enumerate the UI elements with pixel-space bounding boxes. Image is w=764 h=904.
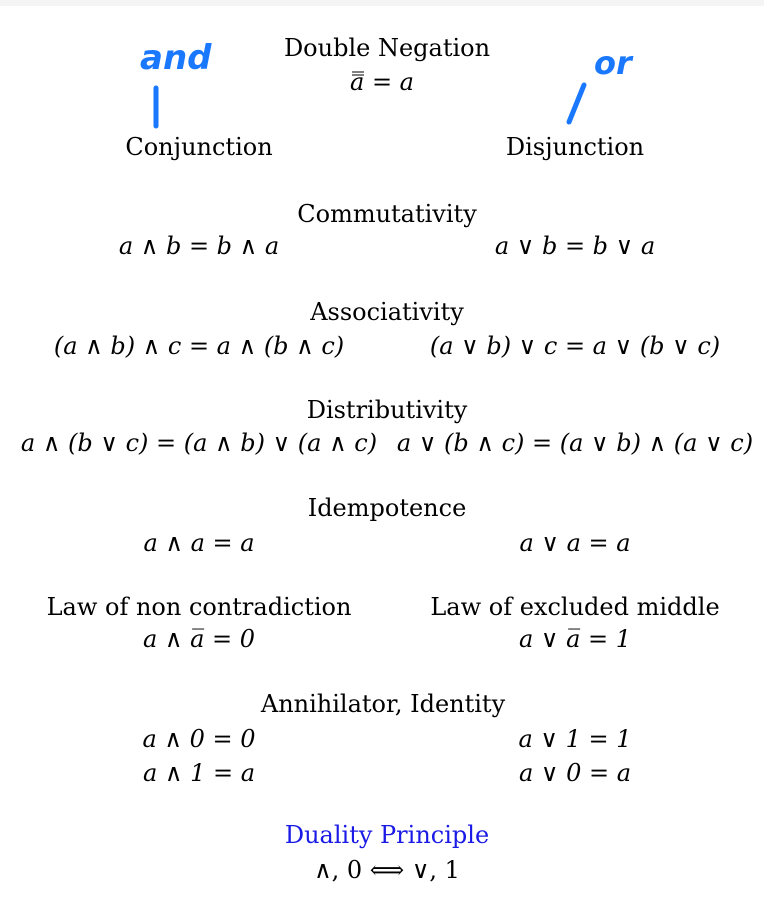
associativity-or: (a ∨ b) ∨ c = a ∨ (b ∨ c) (429, 332, 721, 360)
double-negation-heading: Double Negation (283, 34, 491, 62)
non-contradiction-formula: a ∧ a̅ = 0 (142, 625, 256, 653)
annihilator-identity-heading: Annihilator, Identity (260, 690, 506, 718)
handwritten-and: and (140, 38, 212, 78)
distributivity-heading: Distributivity (306, 396, 468, 424)
distributivity-and: a ∧ (b ∨ c) = (a ∧ b) ∨ (a ∧ c) (20, 429, 378, 457)
idempotence-or: a ∨ a = a (519, 529, 631, 557)
idempotence-heading: Idempotence (307, 494, 467, 522)
handwritten-or: or (594, 44, 632, 82)
excluded-middle-formula: a ∨ a̅ = 1 (518, 625, 632, 653)
handwritten-or-stroke (566, 82, 587, 125)
duality-formula: ∧, 0 ⟺ ∨, 1 (314, 856, 460, 884)
disjunction-heading: Disjunction (505, 133, 645, 161)
commutativity-heading: Commutativity (297, 200, 477, 228)
annihilator-or: a ∨ 1 = 1 (518, 725, 632, 753)
handwritten-and-stroke (153, 85, 159, 129)
double-negation-formula: a̿ = a (350, 68, 414, 96)
distributivity-or: a ∨ (b ∧ c) = (a ∨ b) ∧ (a ∨ c) (396, 429, 754, 457)
commutativity-or: a ∨ b = b ∨ a (494, 232, 656, 260)
identity-or: a ∨ 0 = a (518, 759, 632, 787)
associativity-heading: Associativity (310, 298, 464, 326)
duality-principle-link[interactable]: Duality Principle (284, 821, 490, 849)
conjunction-heading: Conjunction (125, 133, 273, 161)
top-strip (0, 0, 764, 6)
non-contradiction-heading: Law of non contradiction (46, 593, 352, 621)
annihilator-and: a ∧ 0 = 0 (142, 725, 256, 753)
identity-and: a ∧ 1 = a (142, 759, 256, 787)
idempotence-and: a ∧ a = a (143, 529, 255, 557)
excluded-middle-heading: Law of excluded middle (430, 593, 720, 621)
commutativity-and: a ∧ b = b ∧ a (118, 232, 280, 260)
associativity-and: (a ∧ b) ∧ c = a ∧ (b ∧ c) (53, 332, 345, 360)
